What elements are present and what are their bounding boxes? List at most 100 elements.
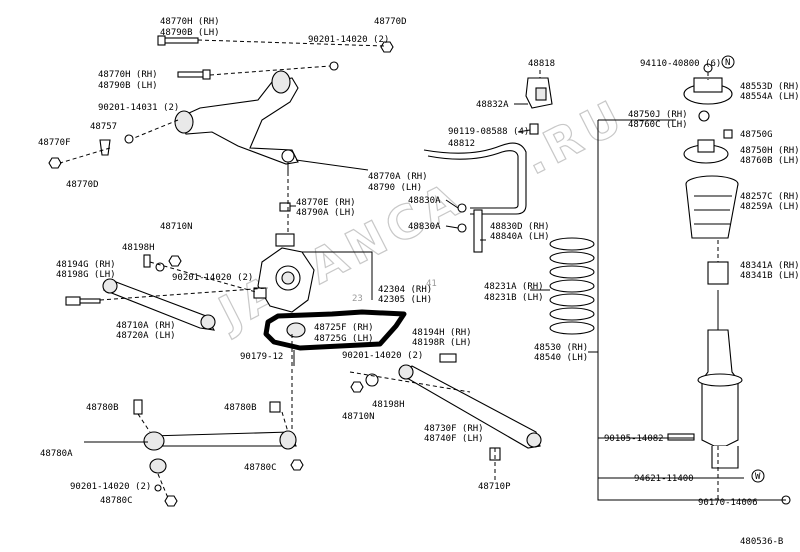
washer-90201-a — [329, 61, 339, 71]
nut-48710n-a — [168, 255, 182, 267]
bracket-48757 — [99, 139, 111, 156]
label-48231a-lh: 48231B (LH) — [484, 293, 544, 303]
label-48830d-lh: 48840A (LH) — [490, 232, 550, 242]
guide-48780c-a — [157, 473, 169, 499]
label-48257c-lh: 48259A (LH) — [740, 202, 800, 212]
label-48750h-rh: 48750H (RH) — [740, 146, 800, 156]
label-48770h-mid-lh: 48790B (LH) — [98, 81, 158, 91]
guide-48194h — [349, 371, 471, 393]
label-48830a-b: 48830A — [408, 222, 441, 232]
upper-arm-group — [48, 35, 394, 236]
spring-coil-2 — [549, 251, 595, 265]
bolt-48780b-b — [269, 401, 281, 413]
trailing-arm-bushing-front — [143, 431, 165, 451]
upper-arm-bushing-front — [174, 110, 194, 134]
labels-group: 48770H (RH) 48790B (LH) 48770D 90201-140… — [38, 17, 800, 547]
label-48812: 48812 — [448, 139, 475, 149]
spring-coil-6 — [549, 307, 595, 321]
nut-48780c-b — [290, 459, 304, 471]
link-48730f-bushing-outer — [526, 432, 542, 448]
bolt-48780b-a — [133, 399, 143, 415]
label-90201-14020-a: 90201-14020 (2) — [308, 35, 389, 45]
bolt-90119 — [529, 123, 539, 135]
label-48553d-lh: 48554A (LH) — [740, 92, 800, 102]
leader-48770a — [295, 159, 369, 171]
label-48341a-rh: 48341A (RH) — [740, 261, 800, 271]
guide-48780b-b — [281, 411, 289, 433]
shock-spring-seat — [697, 373, 743, 387]
bolt-48770h-top — [163, 37, 199, 44]
upper-control-arm — [177, 77, 299, 165]
nut-48830a-b — [457, 223, 467, 233]
shock-lower-eye — [711, 446, 739, 469]
label-48725f-rh: 48725F (RH) — [314, 323, 374, 333]
leader-42304 — [302, 251, 373, 296]
label-90201-14020-d: 90201-14020 (2) — [70, 482, 151, 492]
bolt-head-48770h-top — [157, 35, 166, 46]
faint-label-23: 23 — [352, 294, 363, 304]
cam-48198h — [143, 254, 151, 268]
label-48710n-b: 48710N — [342, 412, 375, 422]
nut-48710n-b — [350, 381, 364, 393]
nut-48770f — [48, 157, 62, 169]
washer-48198h-b — [365, 373, 379, 387]
guide-top-bolt — [197, 39, 385, 47]
leader-48830a-b — [445, 225, 459, 229]
label-48710a-lh: 48720A (LH) — [116, 331, 176, 341]
trailing-arm-bushing-rear — [279, 430, 297, 450]
label-48832a: 48832A — [476, 100, 509, 110]
label-48750h-lh: 48760B (LH) — [740, 156, 800, 166]
label-48780c-b: 48780C — [244, 463, 277, 473]
label-90201-14031: 90201-14031 (2) — [98, 103, 179, 113]
trailing-arm-48780a — [149, 431, 297, 447]
bolt-48194g-shank — [79, 298, 101, 304]
label-48341a-lh: 48341B (LH) — [740, 271, 800, 281]
leader-90119 — [517, 129, 531, 133]
label-48770d-left: 48770D — [66, 180, 99, 190]
washer-90201-b — [124, 134, 134, 144]
label-90105-14082: 90105-14082 — [604, 434, 664, 444]
label-48750g: 48750G — [740, 130, 773, 140]
bracket-48530-right — [597, 120, 786, 501]
faint-label-41: 41 — [426, 279, 437, 289]
label-48770h-top-rh: 48770H (RH) — [160, 17, 220, 27]
label-48830d-rh: 48830D (RH) — [490, 222, 550, 232]
lower-link-group — [349, 353, 542, 480]
label-94110-40800: 94110-40800 (6) — [640, 59, 721, 69]
label-48194g-lh: 48198G (LH) — [56, 270, 116, 280]
symbol-w-text: W — [755, 472, 761, 482]
label-48194h-lh: 48198R (LH) — [412, 338, 472, 348]
nut-48770d-top — [380, 41, 394, 53]
link-48830d — [473, 209, 483, 253]
label-48530-rh: 48530 (RH) — [534, 343, 588, 353]
diagram-code: 480536-B — [740, 537, 783, 547]
spring-coil-7 — [549, 321, 595, 335]
guide-left-nut — [59, 147, 111, 164]
guide-mid-bolt — [209, 65, 331, 76]
label-48198h-a: 48198H — [122, 243, 155, 253]
label-48770f: 48770F — [38, 138, 71, 148]
label-48780a: 48780A — [40, 449, 73, 459]
label-48710n-a: 48710N — [160, 222, 193, 232]
bushing-48725f — [286, 322, 306, 338]
spring-coil-4 — [549, 279, 595, 293]
label-48780c-a: 48780C — [100, 496, 133, 506]
washer-48198h — [155, 262, 165, 272]
label-90201-14020-b: 90201-14020 (2) — [172, 273, 253, 283]
label-42304-rh: 42304 (RH) — [378, 285, 432, 295]
symbol-n-text: N — [725, 58, 730, 68]
label-48730f-lh: 48740F (LH) — [424, 434, 484, 444]
label-48725f-lh: 48725G (LH) — [314, 334, 374, 344]
label-48770h-top-lh: 48790B (LH) — [160, 28, 220, 38]
label-48710a-rh: 48710A (RH) — [116, 321, 176, 331]
shock-absorber-group — [588, 55, 791, 505]
link-48710a-bushing-inner — [102, 278, 118, 294]
mount-48553d-top — [693, 77, 723, 93]
bushing-48780c — [149, 458, 167, 474]
symbol-n-circle — [721, 55, 735, 69]
nut-48830a-a — [457, 203, 467, 213]
label-48770e-rh: 48770E (RH) — [296, 198, 356, 208]
knuckle-ear-left — [253, 287, 267, 299]
